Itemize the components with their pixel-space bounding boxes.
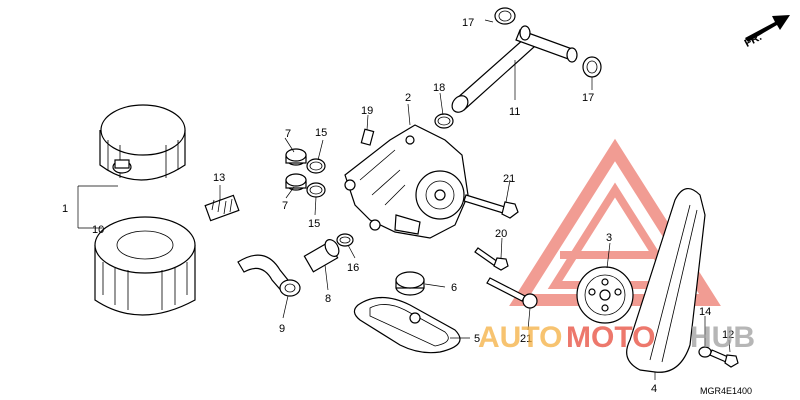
drain-cap [395,271,425,296]
callout-5: 5 [474,333,480,345]
o-rings [306,158,354,247]
callout-21b: 21 [520,333,532,345]
callout-19: 19 [361,105,373,117]
bracket-leader [77,185,118,229]
callout-9: 9 [279,323,285,335]
callout-20: 20 [495,228,507,240]
dowel-pin [360,128,375,146]
strainer-screen [204,194,240,222]
dowel-collars [285,148,307,191]
leader-lines [219,19,731,380]
oil-filter-cover [99,104,186,181]
callout-7a: 7 [285,128,291,140]
pipe-joint [303,239,340,273]
chain-guide-bolt [698,346,739,368]
callout-17b: 17 [582,92,594,104]
callout-1: 1 [62,203,68,215]
callout-13: 13 [213,172,225,184]
callout-12: 12 [722,329,734,341]
callout-18: 18 [433,82,445,94]
callout-labels: 1 2 3 4 5 6 7 7 8 9 10 11 12 13 14 15 15… [62,17,734,395]
callout-11: 11 [509,106,520,118]
flange-bolts [463,194,538,309]
pipe-seals [434,7,602,129]
oil-pipe-upper [451,25,578,113]
oil-filter-cartridge [94,216,196,316]
oil-pump-assembly [344,124,469,239]
diagram-code: MGR4E1400 [700,386,752,396]
watermark-auto: AUTO [478,321,562,354]
oil-pipe [237,254,301,297]
callout-6: 6 [451,282,457,294]
callout-17a: 17 [462,17,474,29]
callout-14: 14 [699,306,711,318]
callout-21a: 21 [503,173,515,185]
callout-7b: 7 [282,200,288,212]
drive-chain [626,188,706,373]
front-arrow: FR. [743,15,790,50]
callout-4: 4 [651,383,657,395]
callout-10: 10 [92,224,104,236]
callout-3: 3 [606,232,612,244]
callout-15a: 15 [315,127,327,139]
callout-8: 8 [325,293,331,305]
callout-16: 16 [347,262,359,274]
oil-strainer-plate [353,296,461,354]
callout-2: 2 [405,92,411,104]
watermark-text: AUTO MOTO HUB [478,321,755,354]
callout-15b: 15 [308,218,320,230]
watermark-hub: HUB [690,321,755,354]
pump-sprocket [576,266,634,324]
watermark-moto: MOTO [566,321,655,354]
